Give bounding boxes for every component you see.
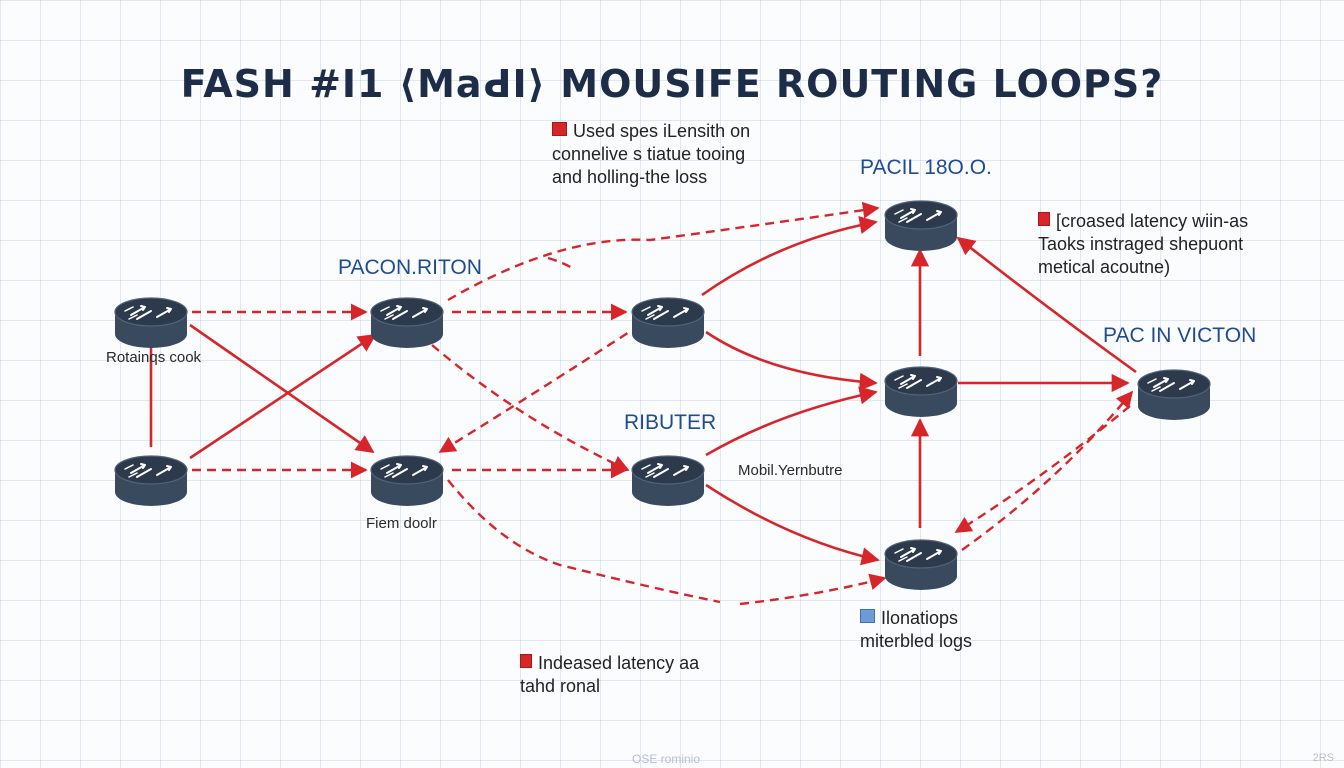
link-r5-r9 — [705, 330, 878, 391]
dash-loop-r10 — [739, 573, 887, 606]
footer-text: OSE rominio — [632, 752, 701, 766]
link-r11-r8 — [956, 236, 1137, 374]
note-right-line-2: Taoks instraged shepuont — [1038, 234, 1244, 254]
router-r6[interactable] — [631, 455, 705, 507]
note-top-line-1: Used spes iLensith on — [573, 121, 751, 141]
router-r1[interactable] — [114, 297, 188, 349]
router-icon — [884, 366, 958, 418]
router-r8[interactable] — [884, 200, 958, 252]
node-label-pacil: PACIL 18O.O. — [860, 156, 992, 179]
note-bottom-right-line-2: miterbled logs — [860, 631, 973, 651]
note-bottom-left-line-1: Indeased latency aa — [538, 653, 700, 673]
link-r6-r10 — [705, 483, 880, 566]
router-icon — [114, 455, 188, 507]
router-r11[interactable] — [1137, 369, 1211, 421]
node-label-pac-in-victon: PAC IN VICTON — [1103, 324, 1257, 347]
link-r6-r9 — [705, 386, 878, 457]
note-right-line-3: metical acoutne) — [1038, 257, 1171, 277]
router-r3[interactable] — [370, 297, 444, 349]
solid-links — [149, 216, 1137, 566]
diagram-title: FASH #I1 ⟨MaԀI⟩ MOUSIFE ROUTING LOOPS? — [180, 62, 1164, 106]
dash-r4-loop — [447, 479, 721, 604]
caption-mobil-yernbutre: Mobil.Yernbutre — [738, 462, 843, 479]
dash-r11-r10 — [954, 405, 1131, 534]
node-label-ribuuter: RIBUTER — [624, 411, 717, 434]
dash-r3-r8 — [447, 201, 880, 302]
dash-r3-r6 — [431, 344, 630, 472]
note-top-line-2: connelive s tiatue tooing — [552, 144, 746, 164]
link-r2-r3 — [189, 333, 377, 460]
blue-square-marker — [860, 609, 875, 623]
note-right-line-1: [croased latency wiin-as — [1056, 211, 1249, 231]
note-right: [croased latency wiin-as Taoks instraged… — [1038, 210, 1248, 279]
note-top: Used spes iLensith on connelive s tiatue… — [552, 120, 750, 189]
caption-rotaings-cook: Rotainqs cook — [106, 349, 202, 366]
router-r10[interactable] — [884, 539, 958, 591]
router-icon — [631, 455, 705, 507]
corner-text: 2RS — [1312, 752, 1334, 764]
note-bottom-right: Ilonatiops miterbled logs — [860, 607, 972, 653]
note-bottom-left-line-2: tahd ronal — [520, 676, 601, 696]
red-square-marker — [552, 122, 567, 136]
router-icon — [370, 297, 444, 349]
caption-fiem-doolr: Fiem doolr — [366, 515, 437, 532]
router-icon — [884, 200, 958, 252]
dashed-links — [192, 201, 1134, 606]
node-label-pacon-riton: PACON.RITON — [338, 256, 482, 279]
link-r1-r4 — [189, 323, 375, 454]
router-r5[interactable] — [631, 297, 705, 349]
router-r2[interactable] — [114, 455, 188, 507]
note-bottom-left: Indeased latency aa tahd ronal — [520, 652, 699, 698]
note-top-line-3: and holling-the loss — [552, 167, 708, 187]
dash-r5-r4 — [438, 323, 641, 454]
red-square-marker — [1038, 212, 1050, 226]
router-icon — [884, 539, 958, 591]
red-square-marker — [520, 654, 532, 668]
router-r4[interactable] — [370, 455, 444, 507]
dash-curl — [547, 256, 573, 270]
router-icon — [370, 455, 444, 507]
link-r5-r8 — [701, 216, 878, 297]
router-icon — [114, 297, 188, 349]
router-r9[interactable] — [884, 366, 958, 418]
router-icon — [1137, 369, 1211, 421]
note-bottom-right-line-1: Ilonatiops — [881, 608, 959, 628]
router-icon — [631, 297, 705, 349]
